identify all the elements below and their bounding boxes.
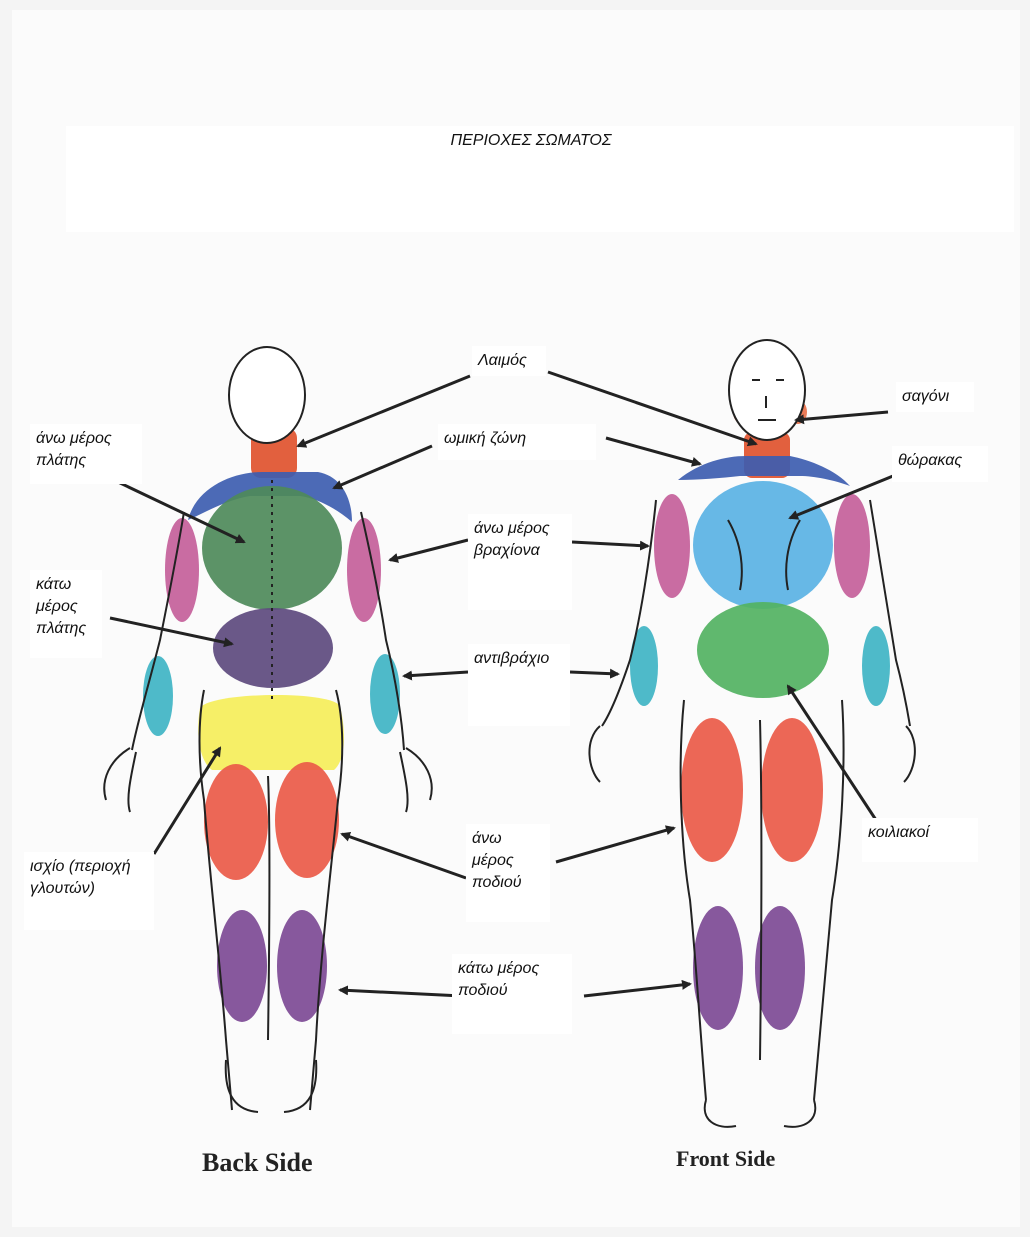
back-forearm-left xyxy=(143,656,173,736)
arrow-upper-leg-back xyxy=(342,834,466,878)
front-chest-region xyxy=(693,481,833,609)
arrow-shoulder-back xyxy=(334,446,432,488)
label-upper-back: άνω μέρος πλάτης xyxy=(30,424,142,484)
label-chest: θώρακας xyxy=(892,446,988,482)
back-upper-leg-right xyxy=(275,762,339,878)
front-upper-arm-right xyxy=(834,494,870,598)
label-upper-arm: άνω μέρος βραχίονα xyxy=(468,514,572,610)
arrow-forearm-front xyxy=(570,672,618,674)
arrow-jaw xyxy=(796,412,888,420)
arrow-lower-leg-back xyxy=(340,990,462,996)
back-lower-leg-right xyxy=(277,910,327,1022)
arrow-upper-leg-front xyxy=(556,828,674,862)
label-forearm: αντιβράχιο xyxy=(468,644,570,726)
front-upper-leg-right xyxy=(761,718,823,862)
front-figure xyxy=(589,340,914,1127)
label-upper-leg: άνω μέρος ποδιού xyxy=(466,824,550,922)
back-hip-region xyxy=(198,695,344,770)
label-lower-leg: κάτω μέρος ποδιού xyxy=(452,954,572,1034)
label-abdominals: κοιλιακοί xyxy=(862,818,978,862)
caption-front-side: Front Side xyxy=(676,1146,775,1172)
arrow-forearm-back xyxy=(404,672,468,676)
front-upper-leg-left xyxy=(681,718,743,862)
front-lower-leg-left xyxy=(693,906,743,1030)
back-figure xyxy=(104,347,431,1112)
arrow-upper-arm-front xyxy=(572,542,648,546)
caption-back-side: Back Side xyxy=(202,1148,313,1178)
front-abdominals-region xyxy=(697,602,829,698)
arrow-shoulder-front xyxy=(606,438,700,464)
label-neck: Λαιμός xyxy=(472,346,546,376)
label-jaw: σαγόνι xyxy=(896,382,974,412)
arrow-lower-back xyxy=(110,618,232,644)
label-shoulder-girdle: ωμική ζώνη xyxy=(438,424,596,460)
back-lower-leg-left xyxy=(217,910,267,1022)
label-lower-back: κάτω μέρος πλάτης xyxy=(30,570,102,658)
back-upper-leg-left xyxy=(204,764,268,880)
back-upper-arm-left xyxy=(165,518,199,622)
arrow-lower-leg-front xyxy=(584,984,690,996)
arrow-upper-arm-back xyxy=(390,540,468,560)
back-upper-arm-right xyxy=(347,518,381,622)
front-upper-arm-left xyxy=(654,494,690,598)
front-forearm-right xyxy=(862,626,890,706)
back-forearm-right xyxy=(370,654,400,734)
label-hip: ισχίο (περιοχή γλουτών) xyxy=(24,852,154,930)
front-lower-leg-right xyxy=(755,906,805,1030)
